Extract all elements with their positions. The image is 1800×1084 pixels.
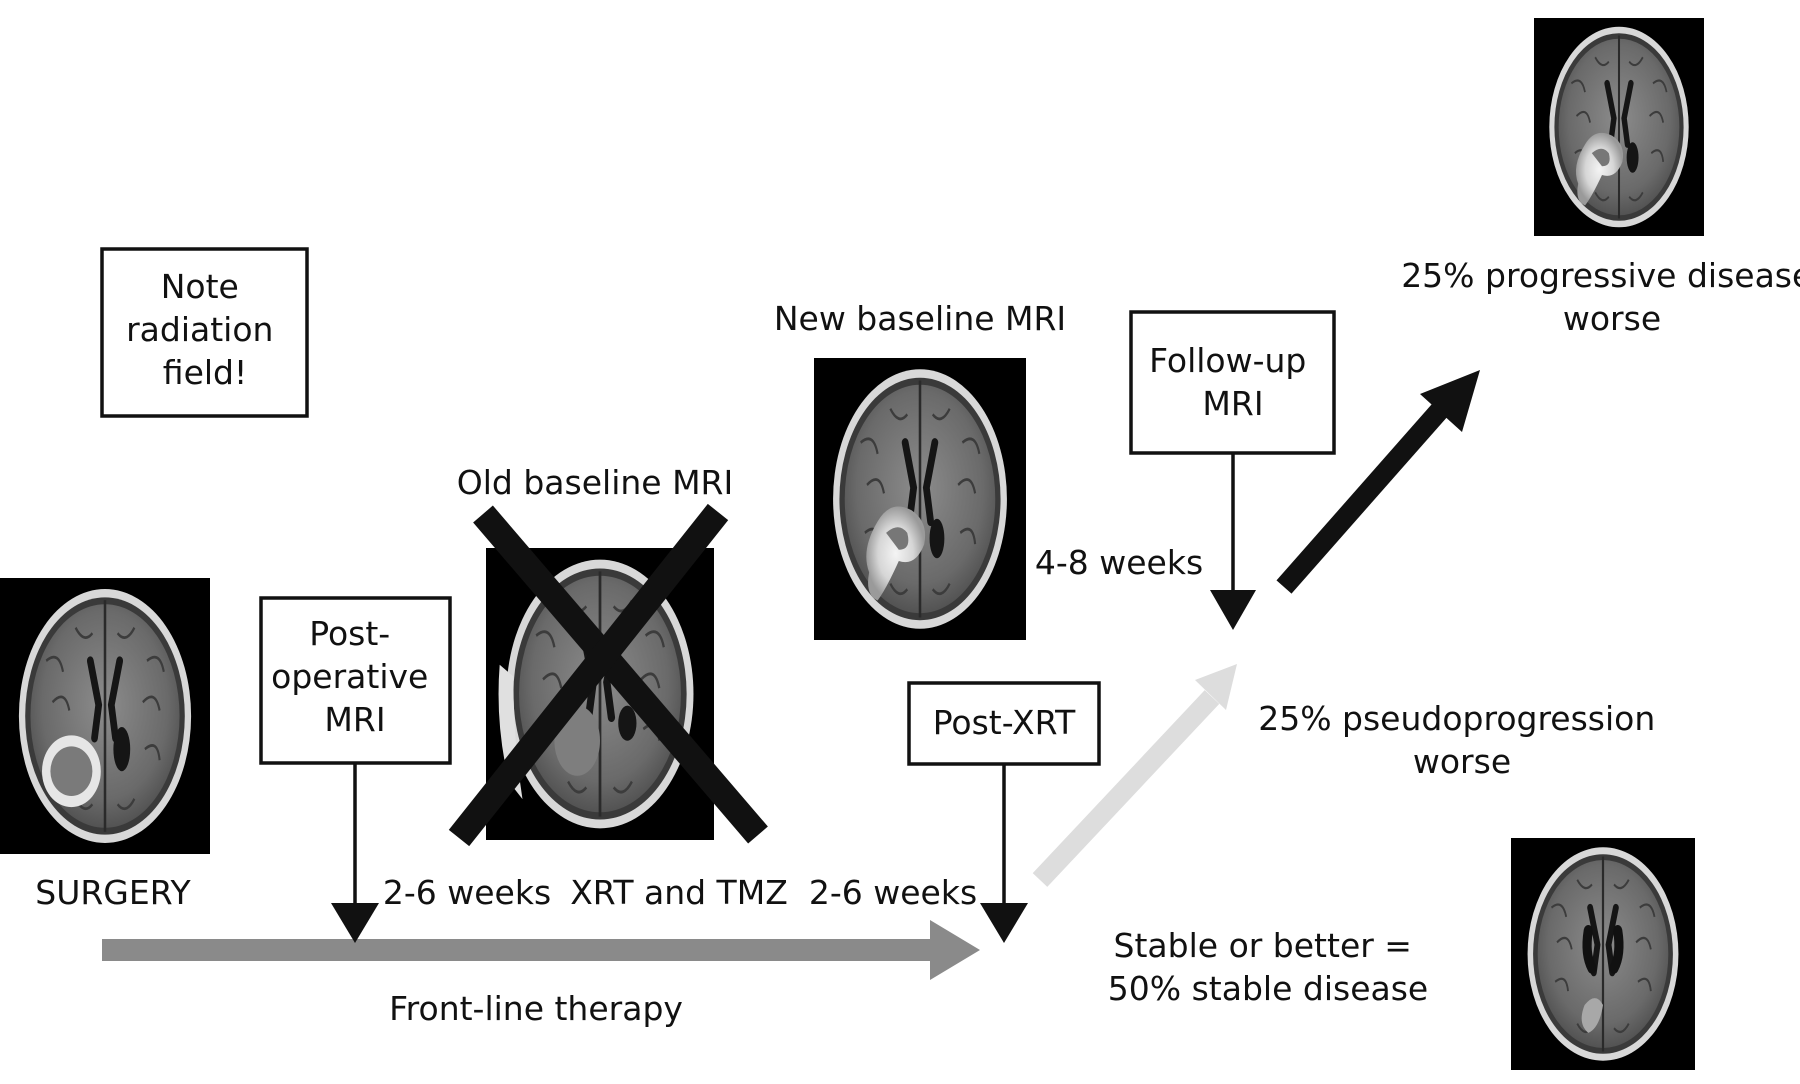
front-line-arrow [102, 920, 980, 980]
surgery-label: SURGERY [35, 873, 191, 912]
stable-mri-image [1511, 838, 1695, 1070]
post-operative-box [259, 596, 452, 765]
post-xrt-box [907, 681, 1101, 766]
weeks-b-label: 2-6 weeks [809, 873, 977, 912]
post-xrt-label: Post-XRT [933, 703, 1076, 742]
post-xrt-down-arrow [980, 764, 1028, 943]
new-baseline-label: New baseline MRI [774, 299, 1066, 338]
front-line-label: Front-line therapy [389, 989, 683, 1028]
progressive-mri-image [1534, 18, 1704, 236]
progressive-label: 25% progressive disease worse [1401, 256, 1800, 338]
stable-label: Stable or better = 50% stable disease [1108, 926, 1428, 1008]
note-label: Note radiation field! [126, 267, 284, 392]
weeks-c-label: 4-8 weeks [1035, 543, 1203, 582]
xrt-tmz-label: XRT and TMZ [570, 873, 788, 912]
pseudoprogression-arrow [1032, 664, 1237, 887]
old-baseline-mri-image [486, 548, 714, 840]
post-operative-label: Post- operative MRI [271, 614, 439, 739]
weeks-a-label: 2-6 weeks [383, 873, 551, 912]
cross-out-mark [448, 503, 768, 847]
follow-up-down-arrow [1210, 453, 1256, 630]
new-baseline-mri-image [814, 358, 1026, 640]
pseudoprogression-label: 25% pseudoprogression worse [1258, 699, 1666, 781]
note-box [100, 247, 309, 418]
old-baseline-label: Old baseline MRI [457, 463, 733, 502]
post-operative-down-arrow [331, 763, 379, 943]
progressive-disease-arrow [1276, 370, 1480, 594]
follow-up-label: Follow-up MRI [1149, 341, 1317, 423]
surgery-mri-image [0, 578, 210, 854]
follow-up-box [1129, 310, 1336, 455]
